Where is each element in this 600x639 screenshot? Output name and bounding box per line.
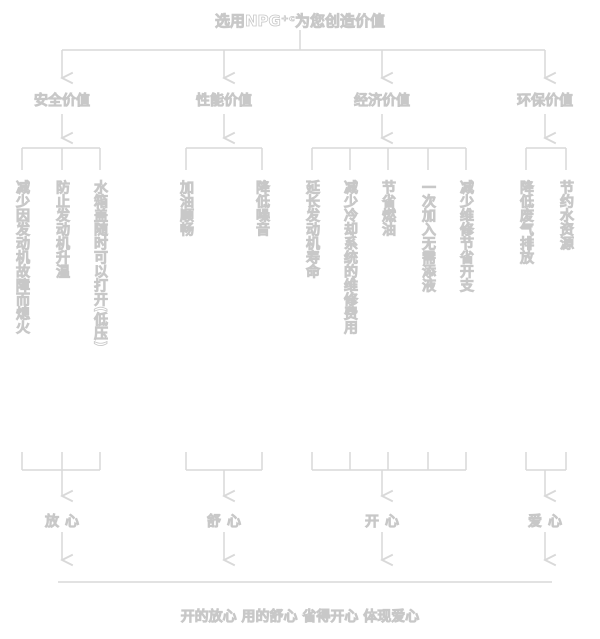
result-label: 舒心 [207,514,247,531]
category-label: 性能价值 [196,93,253,110]
value-item: 节约水资源 [558,180,575,251]
bottom-summary: 开的放心 用的舒心 省得开心 体现爱心 [180,609,420,626]
value-item: 降低噪音 [254,180,271,237]
category-label: 安全价值 [34,93,91,110]
result-label: 放心 [45,514,85,531]
value-item: 降低废气排放 [518,180,535,265]
value-item: 延长发动机寿命 [304,180,321,279]
value-item: 加油顺畅 [178,180,195,237]
result-label: 爱心 [528,514,568,531]
value-item: 水箱盖随时可以打开(低压) [92,180,109,348]
value-item: 节省燃油 [380,180,397,237]
value-item: 减少维修节省开支 [458,180,475,293]
value-item: 防止发动机升温 [54,180,71,279]
category-label: 环保价值 [517,93,574,110]
value-item: 减少因发动机故障而熄火 [14,180,31,335]
diagram-title: 选用NPG⁺ᶜ为您创造价值 [215,12,386,31]
category-label: 经济价值 [354,93,411,110]
value-item: 减少冷却系统的维修费用 [342,180,359,335]
value-item: 一次加入无需添液 [420,180,437,293]
result-label: 开心 [365,514,405,531]
